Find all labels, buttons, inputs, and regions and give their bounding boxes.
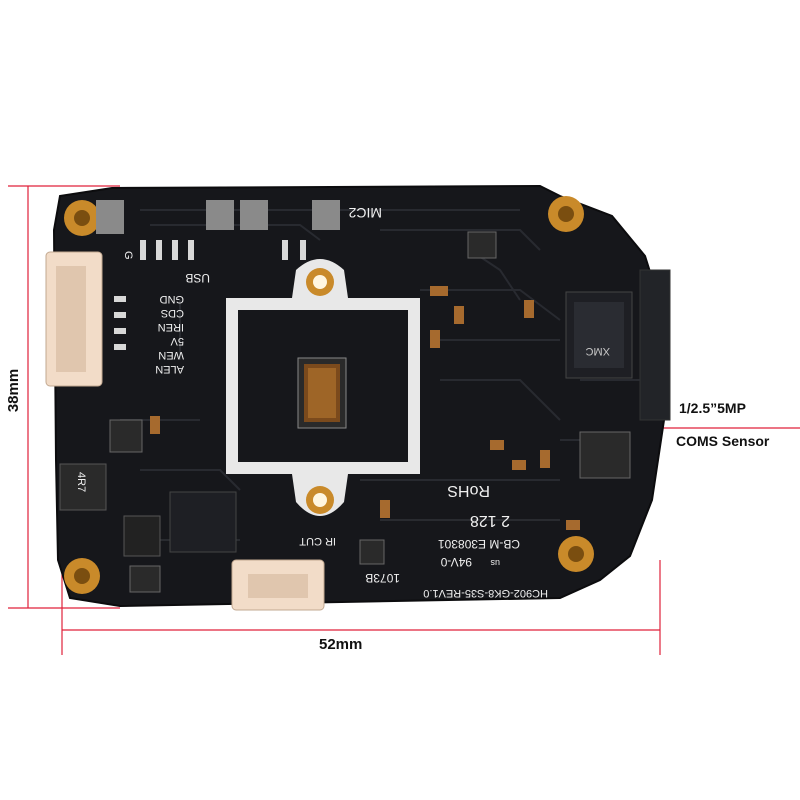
sensor-type-label: COMS Sensor (676, 433, 770, 449)
cmos-sensor (297, 357, 347, 429)
pin-label-cds: CDS (161, 307, 184, 319)
height-dimension-label: 38mm (5, 368, 23, 413)
ul-label: 94V-0 (440, 555, 472, 569)
lens-mount-frame (226, 259, 420, 516)
inductor-label: 4R7 (75, 472, 87, 492)
silkscreen-text: MIC2 USB G GND CDS IREN 5V WEN ALEN RoHS… (75, 205, 610, 599)
ir-cut-label: IR CUT (299, 535, 336, 547)
pin-label-alen: ALEN (155, 363, 184, 375)
ul-prefix-label: us (490, 558, 500, 568)
pin-label-group: GND CDS IREN 5V WEN ALEN (155, 293, 184, 375)
pin-label-iren: IREN (158, 321, 184, 333)
components (59, 200, 633, 593)
flash-brand-label: XMC (586, 345, 611, 357)
pin-label-gnd: GND (160, 293, 185, 305)
pin-label-wen: WEN (158, 349, 184, 361)
usb-label: USB (185, 271, 210, 285)
mounting-holes (64, 196, 594, 594)
pin-label-5v: 5V (170, 335, 184, 347)
model-label: HC902-GK8-S35-REV1.0 (423, 587, 548, 599)
code-label: 2 128 (470, 512, 510, 529)
rohs-label: RoHS (447, 482, 490, 499)
cb-label: CB-M E308301 (438, 537, 520, 551)
mic-label: MIC2 (348, 205, 382, 221)
sensor-resolution-label: 1/2.5”5MP (679, 400, 746, 416)
width-dimension-label: 52mm (319, 636, 363, 653)
batch-label: 1073B (365, 571, 400, 585)
pin-letter-label: G (122, 251, 134, 260)
white-connectors (45, 251, 325, 611)
